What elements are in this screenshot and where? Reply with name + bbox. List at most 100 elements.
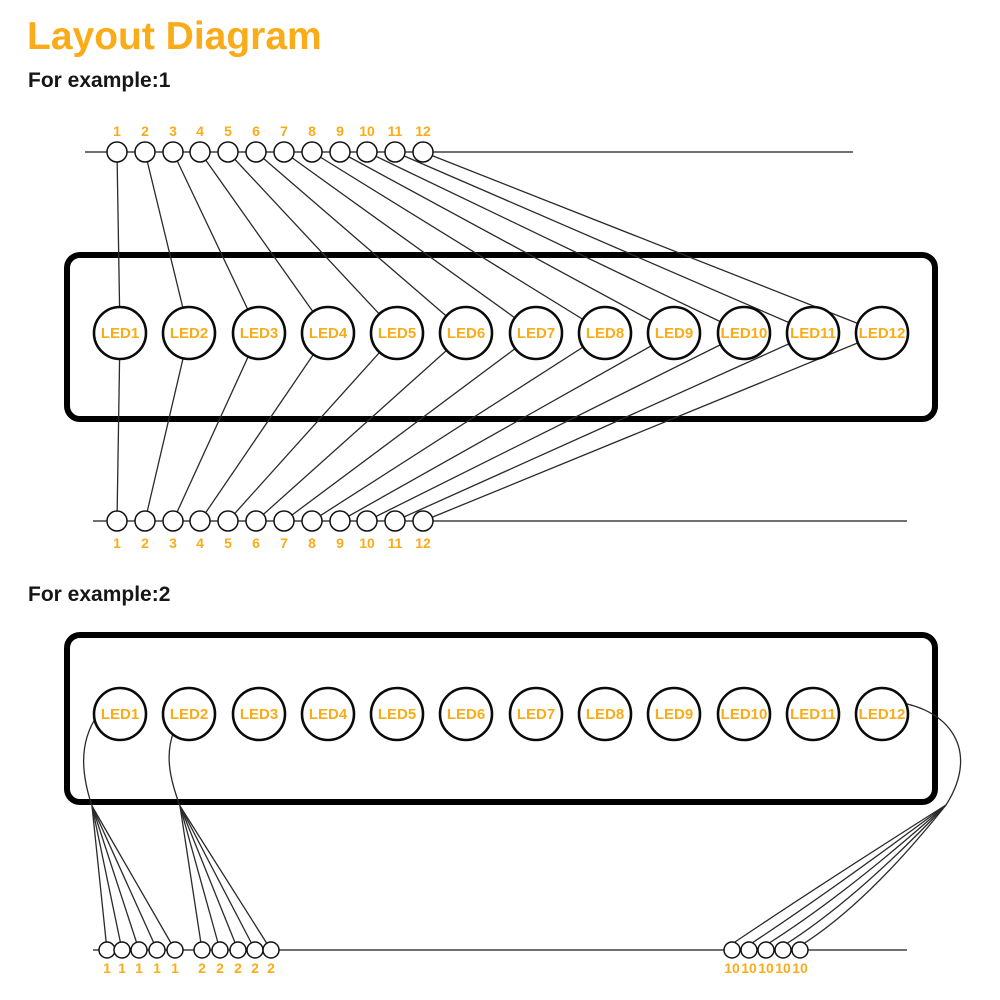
ex1-led-label: LED3 [240, 325, 278, 342]
ex1-led-circle [716, 305, 772, 361]
top-pin-number: 11 [388, 123, 403, 139]
wire-line [422, 332, 883, 522]
wire-curve [799, 804, 947, 947]
ex2-led-label: LED5 [378, 706, 416, 723]
ex1-led-row: LED1 LED2 LED3 LED4 LED5 LED6 LED7 LED8 … [92, 305, 910, 361]
bottom-pin-number: 2 [141, 535, 149, 551]
ex1-top-pin [356, 141, 378, 163]
ex2-pin [757, 941, 775, 959]
ex2-pin [113, 941, 131, 959]
bottom-pin-number: 5 [224, 535, 232, 551]
ex2-pin-number: 1 [118, 960, 126, 976]
wire-line [311, 151, 606, 334]
ex2-led-circle [646, 686, 702, 742]
top-pin-number: 1 [113, 123, 121, 139]
ex1-bottom-pin [189, 510, 211, 532]
wire-line [144, 332, 190, 522]
example-2-diagram: LED1 LED2 LED3 LED4 LED5 LED6 LED7 LED8 … [64, 632, 962, 976]
ex2-pin [246, 941, 264, 959]
wire-curve [731, 804, 947, 945]
ex2-pin-number: 2 [198, 960, 206, 976]
ex1-led-label: LED4 [309, 325, 348, 342]
board-outline-2 [64, 632, 938, 805]
ex1-bottom-pin [273, 510, 295, 532]
ex1-top-pin [106, 141, 128, 163]
wire-line [172, 332, 260, 522]
bottom-pin-number: 4 [196, 535, 204, 551]
ex1-led-circle [438, 305, 494, 361]
ex1-led-label: LED1 [101, 325, 139, 342]
ex1-led-circle [646, 305, 702, 361]
wire-line [394, 332, 814, 522]
ex2-led-label: LED11 [790, 706, 836, 723]
wire-line [394, 151, 814, 334]
bottom-pin-number: 7 [280, 535, 288, 551]
ex1-led-label: LED5 [378, 325, 416, 342]
ex1-led-label: LED10 [721, 325, 768, 342]
ex2-pin-number: 10 [741, 960, 757, 976]
ex1-led-circle [161, 305, 217, 361]
wire-line [255, 332, 467, 522]
ex1-led-circle [854, 305, 910, 361]
ex1-bottom-pin [162, 510, 184, 532]
ex1-led-circle [785, 305, 841, 361]
wire-line [283, 151, 537, 334]
wire-line [91, 805, 158, 951]
example-2-label: For example:2 [28, 583, 170, 606]
ex2-pin [130, 941, 148, 959]
ex1-bottom-pin [329, 510, 351, 532]
ex2-pin-group-2: 2 2 2 2 2 [193, 941, 280, 976]
ex2-pin [229, 941, 247, 959]
ex1-top-pin [245, 141, 267, 163]
ex1-led-label: LED6 [447, 325, 485, 342]
ex2-led-label: LED10 [721, 706, 768, 723]
wire-line [116, 151, 121, 334]
top-pin-number: 9 [336, 123, 344, 139]
ex2-pin [193, 941, 211, 959]
wire-curve [782, 804, 947, 947]
ex1-bottom-pin [106, 510, 128, 532]
ex2-led-circle [300, 686, 356, 742]
ex2-pin [166, 941, 184, 959]
wire-curve [168, 730, 181, 807]
ex1-bottom-pin [412, 510, 434, 532]
ex1-led-circle [577, 305, 633, 361]
ex1-led-circle [300, 305, 356, 361]
wire-line [339, 332, 675, 522]
ex1-bottom-pin [301, 510, 323, 532]
ex2-led-circle [716, 686, 772, 742]
wire-line [283, 332, 537, 522]
page-title: Layout Diagram [27, 15, 322, 58]
wire-curve [82, 715, 98, 807]
ex1-top-pin [384, 141, 406, 163]
ex2-led-label: LED1 [101, 706, 139, 723]
bottom-pin-number: 1 [113, 535, 121, 551]
ex2-pin-number: 1 [103, 960, 111, 976]
ex2-led-circle [508, 686, 564, 742]
top-pin-number: 4 [196, 123, 204, 139]
ex1-led-circle [508, 305, 564, 361]
ex2-led-label: LED7 [517, 706, 555, 723]
ex2-led-circle [785, 686, 841, 742]
ex1-bottom-pin [384, 510, 406, 532]
ex1-led-label: LED11 [790, 325, 836, 342]
ex2-led-circle [92, 686, 148, 742]
ex2-pin-number: 1 [171, 960, 179, 976]
ex2-led-circle [161, 686, 217, 742]
ex2-pin [740, 941, 758, 959]
ex1-led-label: LED12 [859, 325, 906, 342]
bottom-pin-number: 8 [308, 535, 316, 551]
bottom-pin-number: 9 [336, 535, 344, 551]
wire-line [227, 332, 398, 522]
ex1-led-circle [231, 305, 287, 361]
ex2-pin-number: 2 [267, 960, 275, 976]
ex2-pin-number: 10 [758, 960, 774, 976]
ex2-pin-number: 10 [724, 960, 740, 976]
ex2-led-label: LED8 [586, 706, 624, 723]
ex2-pin-number: 1 [153, 960, 161, 976]
ex1-top-pin [301, 141, 323, 163]
ex1-top-pin-row [106, 141, 434, 163]
ex2-led-circle [577, 686, 633, 742]
